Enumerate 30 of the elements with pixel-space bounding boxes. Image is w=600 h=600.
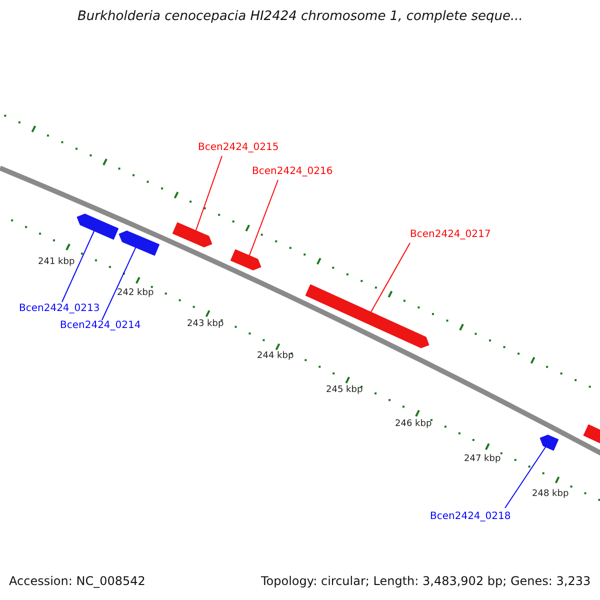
scale-label: 244 kbp [257,351,294,362]
scale-label: 248 kbp [532,489,569,500]
gene-block [540,434,559,451]
gene-block [118,230,160,256]
genome-info-text: Topology: circular; Length: 3,483,902 bp; Genes: 3,233 [261,575,591,589]
leader-line [370,242,410,313]
gene-block [230,249,262,270]
gene-label: Bcen2424_0214 [60,320,141,332]
gene-label: Bcen2424_0217 [410,229,491,240]
gene-block [305,284,430,348]
scale-label: 242 kbp [117,288,154,298]
accession-text: Accession: NC_008542 [9,575,146,589]
scale-label: 243 kbp [187,319,224,330]
gene-label: Bcen2424_0215 [198,142,279,154]
leader-line [102,247,136,320]
gene-label: Bcen2424_0216 [252,166,333,178]
gene-block [172,222,212,248]
gene-block [76,214,119,240]
leader-line [195,156,222,231]
gene-label: Bcen2424_0218 [430,511,511,522]
title: Burkholderia cenocepacia HI2424 chromosome 1, complete seque... [78,10,523,25]
scale-label: 241 kbp [38,257,75,268]
scale-label: 247 kbp [464,454,501,464]
leader-line [248,180,278,256]
gene-block [583,424,600,446]
leader-line [62,230,95,302]
leader-line [504,446,546,508]
scale-label: 245 kbp [326,385,363,396]
scale-label: 246 kbp [395,419,432,430]
gene-label: Bcen2424_0213 [19,303,100,314]
